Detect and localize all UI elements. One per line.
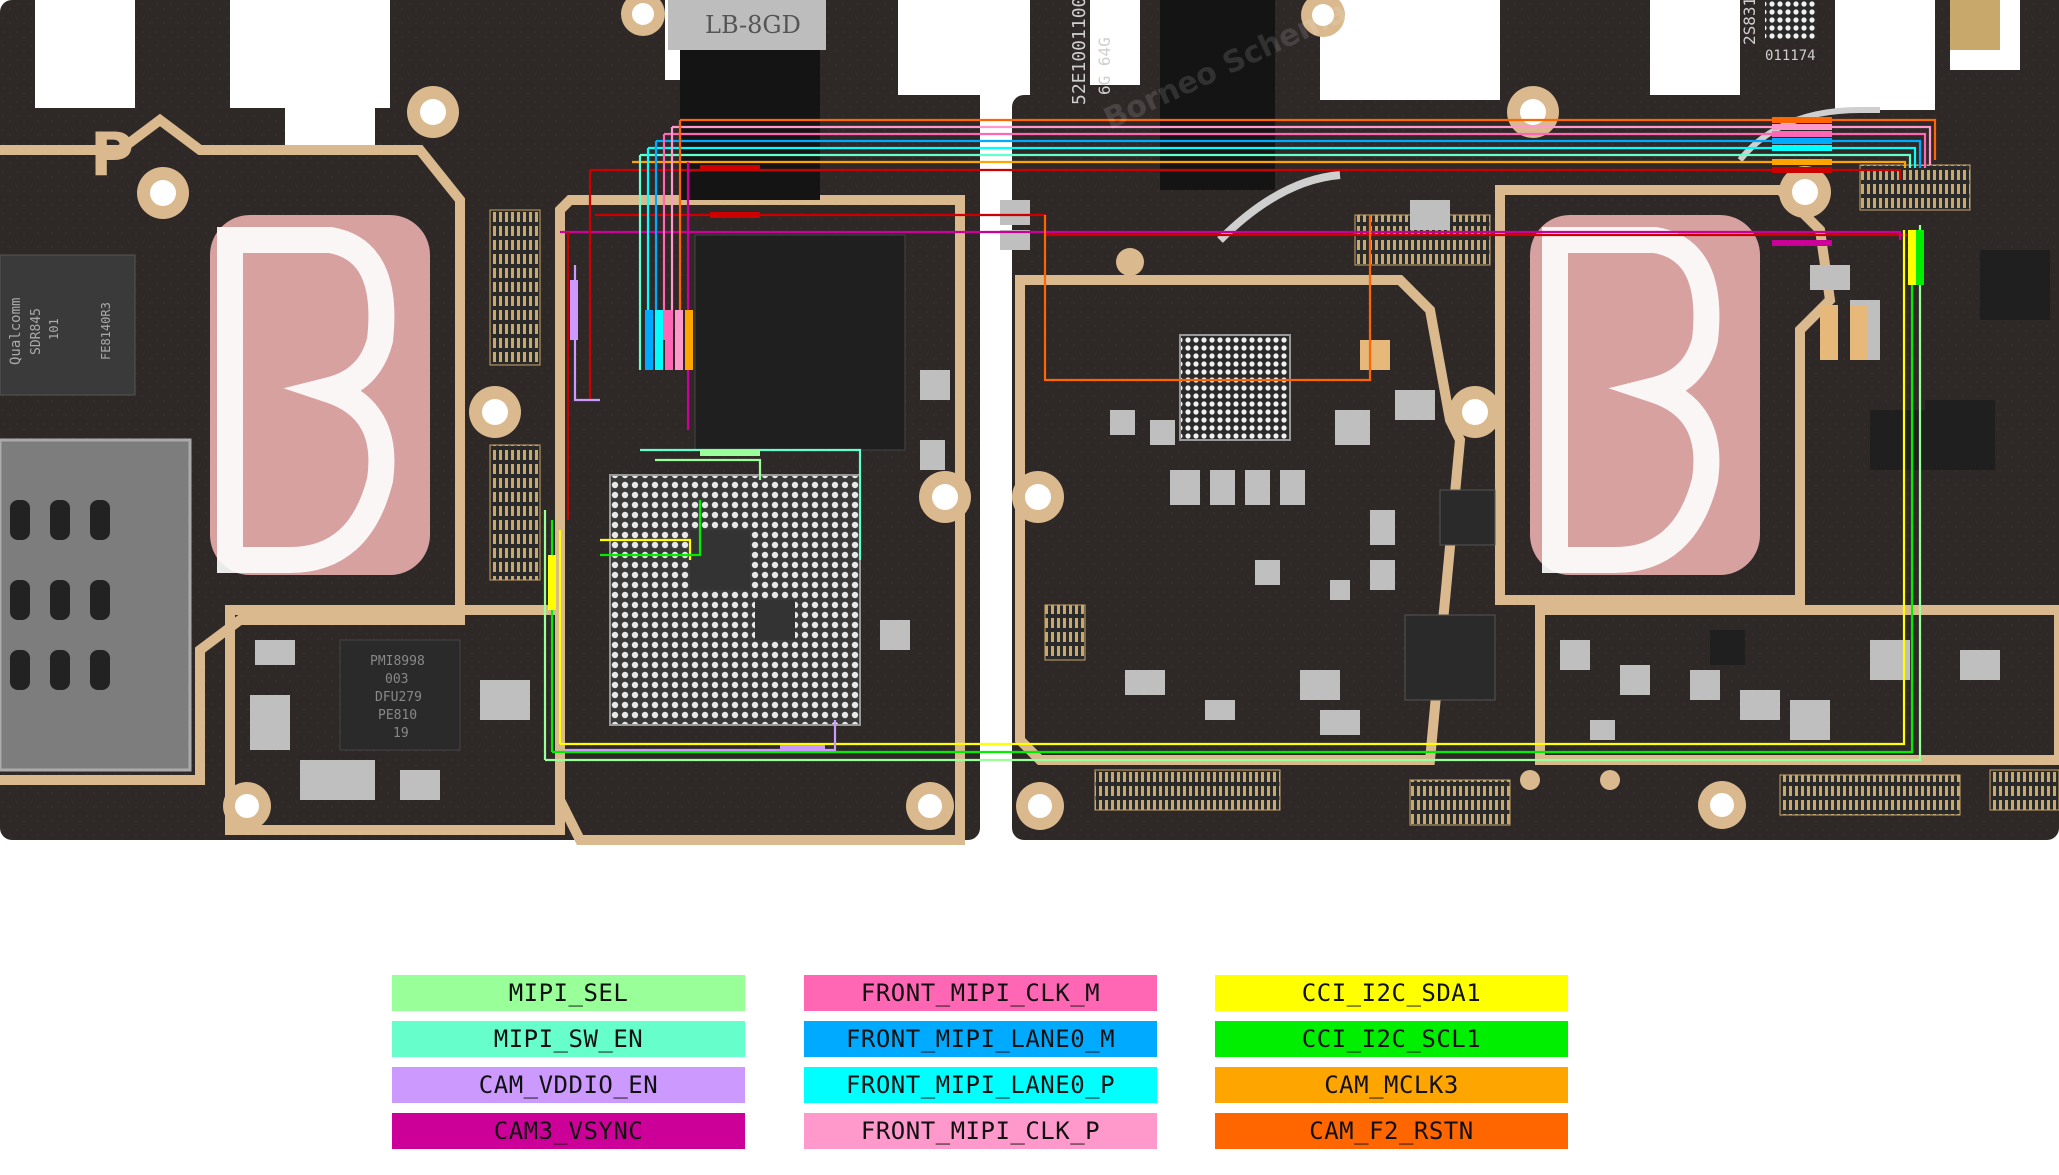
pmic-part: PMI8998	[370, 654, 425, 669]
legend-item: FRONT_MIPI_LANE0_P	[804, 1067, 1157, 1103]
qualcomm-chip	[0, 254, 136, 396]
legend-item: CAM_MCLK3	[1215, 1067, 1568, 1103]
legend-item: MIPI_SW_EN	[392, 1021, 745, 1057]
legend-item: FRONT_MIPI_CLK_P	[804, 1113, 1157, 1149]
pcb-board-svg: Qualcomm SDR845 101 FE8140R3 P PMI8998 0…	[0, 0, 2059, 850]
right-ic-chip	[1404, 614, 1496, 701]
pmic-code-4: 19	[393, 726, 409, 741]
connector-lb8gd-label: LB-8GD	[705, 11, 801, 39]
pmic-chip	[339, 639, 461, 751]
pmic-code-2: DFU279	[375, 690, 422, 705]
right-bga-footprint	[1179, 334, 1291, 441]
connector-net-labels	[548, 117, 1924, 751]
connector-bottom-2	[1409, 779, 1511, 826]
memory-chip	[694, 234, 906, 451]
connector-left-top	[489, 209, 541, 366]
legend-item: CAM_VDDIO_EN	[392, 1067, 745, 1103]
legend-item: CCI_I2C_SDA1	[1215, 975, 1568, 1011]
qualcomm-code-1: 101	[47, 318, 61, 340]
connector-bottom-1	[1094, 769, 1281, 811]
board-cutouts	[0, 0, 2059, 850]
pmic-code-1: 003	[385, 672, 408, 687]
legend-item: CAM3_VSYNC	[392, 1113, 745, 1149]
legend-item: MIPI_SEL	[392, 975, 745, 1011]
camera-module	[1160, 0, 1275, 190]
qualcomm-part: SDR845	[29, 308, 44, 355]
serial-number-4: 011174	[1765, 48, 1816, 64]
legend-item: FRONT_MIPI_LANE0_M	[804, 1021, 1157, 1057]
serial-number-1: 52E10011000	[1069, 0, 1090, 105]
pmic-code-3: PE810	[378, 708, 417, 723]
connector-lb8gd	[668, 0, 826, 50]
p-marker: P	[90, 120, 134, 190]
serial-number-2: 6G 64G	[1095, 37, 1114, 95]
soc-bga-footprint	[609, 474, 861, 726]
legend-item: CAM_F2_RSTN	[1215, 1113, 1568, 1149]
legend-item: CCI_I2C_SCL1	[1215, 1021, 1568, 1057]
connector-bottom-3	[1779, 774, 1961, 816]
qualcomm-logo: Qualcomm	[8, 298, 24, 365]
mounting-holes	[137, 0, 1831, 830]
serial-number-3: 2S831	[1740, 0, 1759, 45]
front-camera-connector	[1859, 164, 1971, 211]
qualcomm-code-2: FE8140R3	[99, 302, 113, 360]
pcb-board-photo: Qualcomm SDR845 101 FE8140R3 P PMI8998 0…	[0, 0, 2059, 850]
legend-item: FRONT_MIPI_CLK_M	[804, 975, 1157, 1011]
net-legend: MIPI_SEL MIPI_SW_EN CAM_VDDIO_EN CAM3_VSYNC…	[0, 975, 2059, 1155]
connector-left-bottom	[489, 444, 541, 581]
